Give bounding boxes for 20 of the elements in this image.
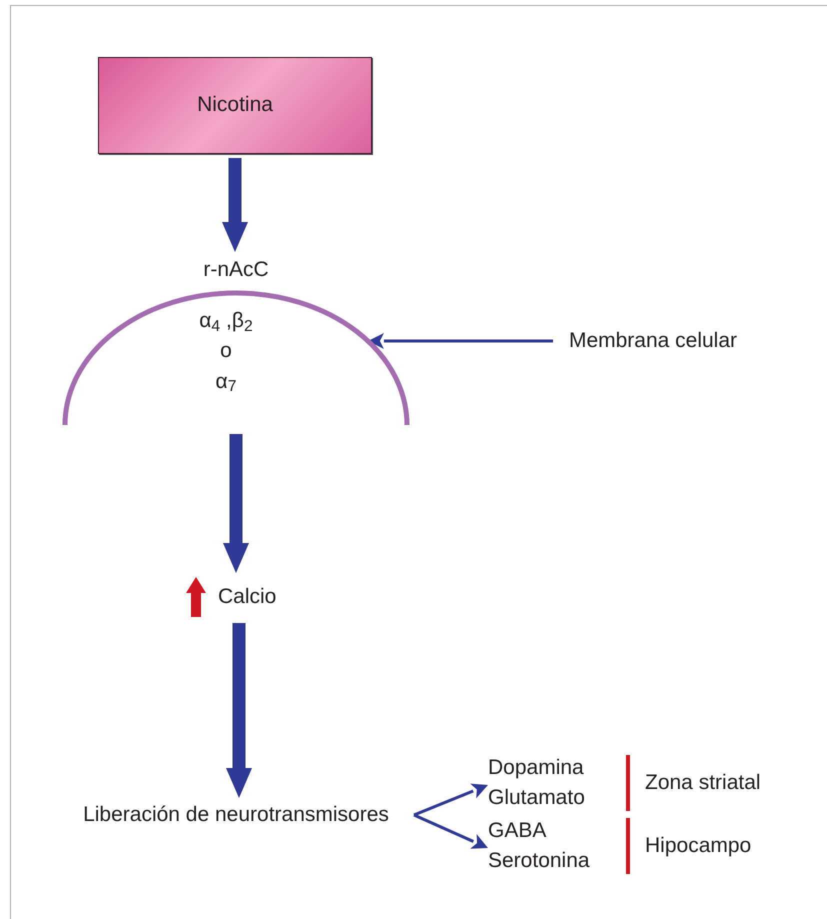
node-label: Liberación de neurotransmisores: [58, 800, 414, 830]
neurotransmitter-label: Serotonina: [488, 848, 591, 874]
receptor-subunit-label: α$_{7}$: [216, 368, 236, 395]
region-label: Zona striatal: [645, 770, 761, 796]
neurotransmitter-label: Dopamina: [488, 755, 585, 781]
arrow: [368, 333, 553, 349]
region-label: Hipocampo: [645, 832, 752, 859]
neurotransmitter-label: Glutamato: [488, 785, 586, 812]
arrow: [413, 814, 488, 849]
node-label: Membrana celular: [553, 326, 753, 356]
neurotransmitter-label: GABA: [488, 818, 548, 844]
node-label: r-nAcC: [176, 254, 296, 286]
receptor-subunit-label: o: [220, 338, 232, 364]
node-label: Calcio: [218, 584, 276, 610]
arrow: [413, 784, 488, 816]
arrow: [226, 623, 252, 798]
receptor-subunit-label: α$_{4}$ ,β$_{2}$: [199, 308, 253, 334]
process-box: Nicotina: [98, 57, 372, 154]
arrow: [223, 434, 249, 573]
arrow: [222, 158, 248, 252]
